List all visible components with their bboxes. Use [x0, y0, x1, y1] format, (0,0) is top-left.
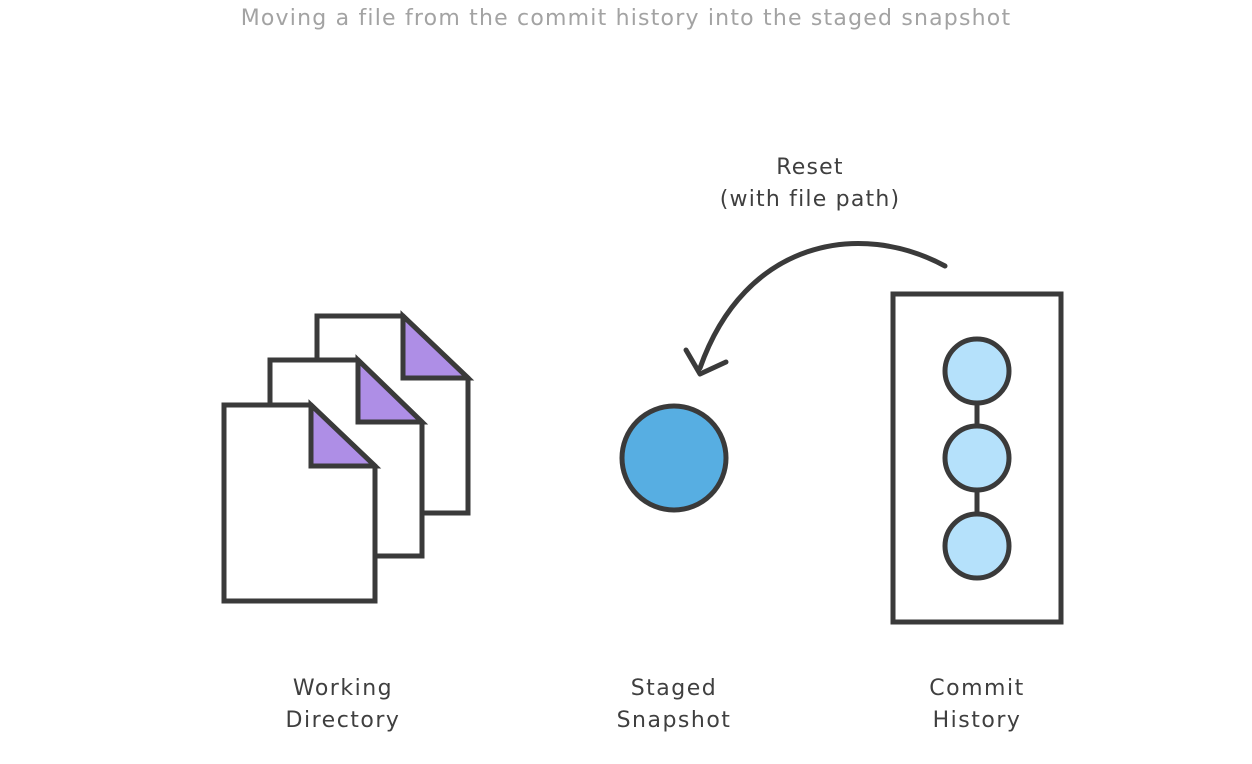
commit-history-label-line2: History: [932, 708, 1022, 733]
staged-snapshot-label-line2: Snapshot: [616, 708, 732, 733]
working-directory-label-line1: Working: [292, 676, 394, 701]
commit-node: [942, 511, 1012, 581]
commit-history-label: Commit History: [847, 673, 1107, 737]
working-directory-label: Working Directory: [213, 673, 473, 737]
staged-snapshot-label: Staged Snapshot: [544, 673, 804, 737]
commit-history-label-line1: Commit: [929, 676, 1025, 701]
staged-snapshot-label-line1: Staged: [630, 676, 718, 701]
commit-history-icon: [890, 291, 1064, 625]
file-stack-icon: [221, 310, 475, 604]
staged-snapshot-icon: [619, 403, 729, 513]
diagram-caption: Moving a file from the commit history in…: [240, 6, 1012, 31]
reset-arrow-label-line1: Reset: [776, 155, 844, 180]
commit-node: [942, 336, 1012, 406]
commit-node: [942, 423, 1012, 493]
file-icon-front: [221, 399, 382, 604]
reset-arrow-label: Reset (with file path): [650, 152, 970, 216]
reset-arrow-icon: [683, 240, 948, 377]
working-directory-label-line2: Directory: [285, 708, 401, 733]
reset-arrow-label-line2: (with file path): [719, 187, 901, 212]
